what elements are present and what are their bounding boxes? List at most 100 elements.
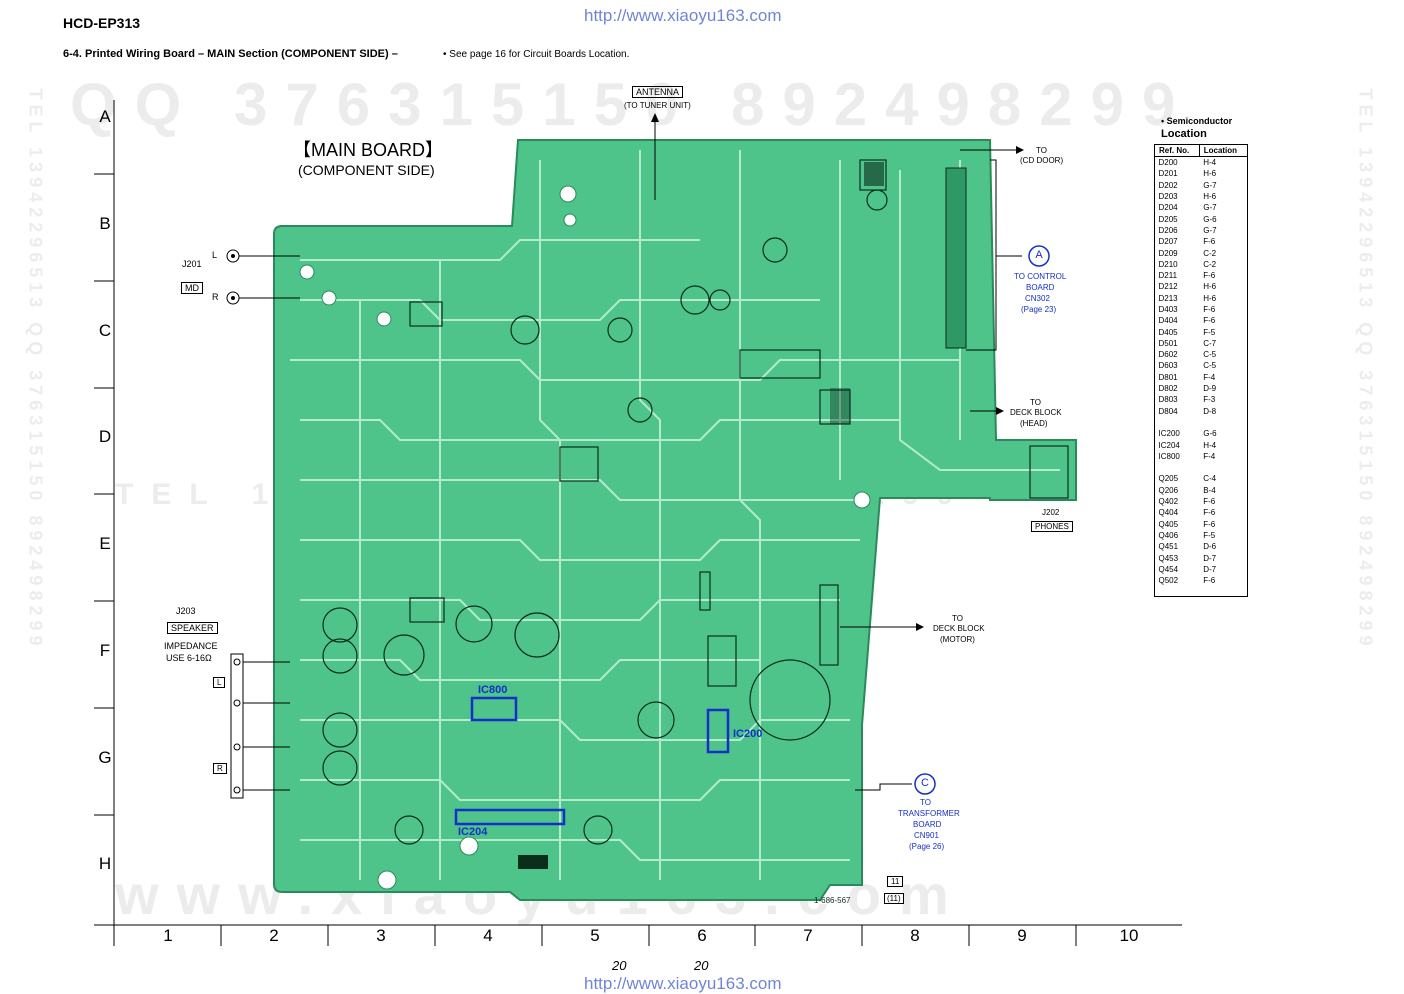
transformer-1: TO: [920, 798, 931, 807]
transformer-3: BOARD: [913, 820, 942, 829]
semi-loc: F-6: [1203, 237, 1216, 247]
control-line-2: BOARD: [1026, 283, 1055, 292]
deck-head-1: DECK BLOCK: [1010, 408, 1062, 417]
semi-ref: D501: [1158, 338, 1178, 348]
semi-row: IC204 H-4: [1155, 439, 1248, 450]
semi-ref: D602: [1158, 350, 1178, 360]
control-marker: A: [1035, 249, 1043, 261]
board-part-number: 1-686-567: [814, 896, 851, 905]
pin-11b: (11): [884, 893, 904, 904]
semi-loc: F-6: [1203, 519, 1216, 529]
semi-ref: D211: [1158, 271, 1178, 281]
transformer-4: CN901: [914, 831, 939, 840]
cd-door-label: (CD DOOR): [1020, 156, 1064, 165]
semi-ref: D404: [1158, 316, 1178, 326]
semi-ref: D204: [1158, 203, 1178, 213]
board-title: 【MAIN BOARD】: [293, 140, 444, 160]
section-note: • See page 16 for Circuit Boards Locatio…: [443, 49, 630, 60]
semi-ref: Q451: [1158, 542, 1179, 552]
semi-loc: F-6: [1203, 271, 1216, 281]
semi-row: D204 G-7: [1155, 202, 1248, 213]
semi-ref: [1155, 417, 1200, 428]
semi-ref: Q206: [1158, 485, 1179, 495]
grid-col-4: 4: [483, 926, 493, 945]
source-url-top[interactable]: http://www.xiaoyu163.com: [584, 6, 782, 25]
semi-row: Q454 D-7: [1155, 564, 1248, 575]
semi-loc: D-9: [1203, 384, 1217, 394]
j201-l: L: [212, 250, 218, 260]
semi-ref: D210: [1158, 259, 1178, 269]
semi-loc: F-4: [1203, 372, 1216, 382]
semi-title-2: Location: [1161, 128, 1207, 140]
semi-head-loc: Location: [1198, 144, 1249, 157]
ic800-outline: [470, 696, 518, 722]
grid-row-e: E: [99, 534, 111, 553]
semi-loc: G-7: [1203, 203, 1217, 213]
source-url-bottom[interactable]: http://www.xiaoyu163.com: [584, 974, 782, 993]
grid-row-c: C: [98, 321, 112, 340]
page-number-left: 20: [612, 958, 627, 973]
watermark-qq: QQ 376315150 892498299: [70, 71, 1194, 138]
semi-ref: D201: [1158, 169, 1178, 179]
semi-ref: IC204: [1158, 440, 1180, 450]
semi-loc: G-7: [1203, 180, 1217, 190]
semi-row: D206 G-7: [1155, 225, 1248, 236]
semi-ref: Q454: [1158, 564, 1179, 574]
semi-loc: H-4: [1203, 440, 1217, 450]
ic204-outline: [454, 808, 566, 826]
grid-col-8: 8: [910, 926, 920, 945]
control-line-4: (Page 23): [1021, 305, 1057, 314]
speaker-l: L: [213, 677, 226, 688]
deck-head-to: TO: [1030, 398, 1041, 407]
grid-row-g: G: [98, 748, 112, 767]
semi-ref: [1155, 462, 1200, 473]
transformer-marker: C: [921, 777, 929, 789]
semi-loc: F-5: [1203, 530, 1216, 540]
md-label: MD: [181, 282, 203, 294]
semi-loc: G-7: [1203, 225, 1217, 235]
semi-ref: Q502: [1158, 576, 1179, 586]
semi-loc: [1199, 417, 1247, 428]
semi-ref: D206: [1158, 225, 1178, 235]
semi-row: [1155, 417, 1248, 428]
section-title: 6-4. Printed Wiring Board – MAIN Section…: [63, 48, 398, 60]
transformer-5: (Page 26): [909, 842, 945, 851]
control-line-3: CN302: [1025, 294, 1050, 303]
semi-ref: D403: [1158, 305, 1178, 314]
semi-ref: Q405: [1158, 519, 1179, 529]
semi-loc: D-7: [1203, 564, 1217, 574]
grid-col-7: 7: [803, 926, 813, 945]
semi-ref: D200: [1158, 158, 1178, 168]
semi-ref: D603: [1158, 361, 1178, 371]
semi-ref: Q453: [1158, 553, 1179, 563]
semi-ref: D405: [1158, 327, 1178, 337]
semi-ref: IC200: [1158, 429, 1180, 439]
semi-loc: H-6: [1203, 169, 1217, 179]
semi-loc: F-4: [1203, 451, 1216, 461]
semi-ref: D207: [1158, 237, 1178, 247]
grid-col-9: 9: [1017, 926, 1027, 945]
semi-ref: D209: [1158, 248, 1178, 258]
semi-ref: D203: [1158, 192, 1178, 202]
semi-loc: G-6: [1203, 214, 1217, 224]
ic200-outline: [706, 708, 730, 754]
semi-loc: D-8: [1203, 406, 1217, 416]
semi-ref: D205: [1158, 214, 1178, 224]
semi-ref: Q205: [1158, 474, 1179, 484]
